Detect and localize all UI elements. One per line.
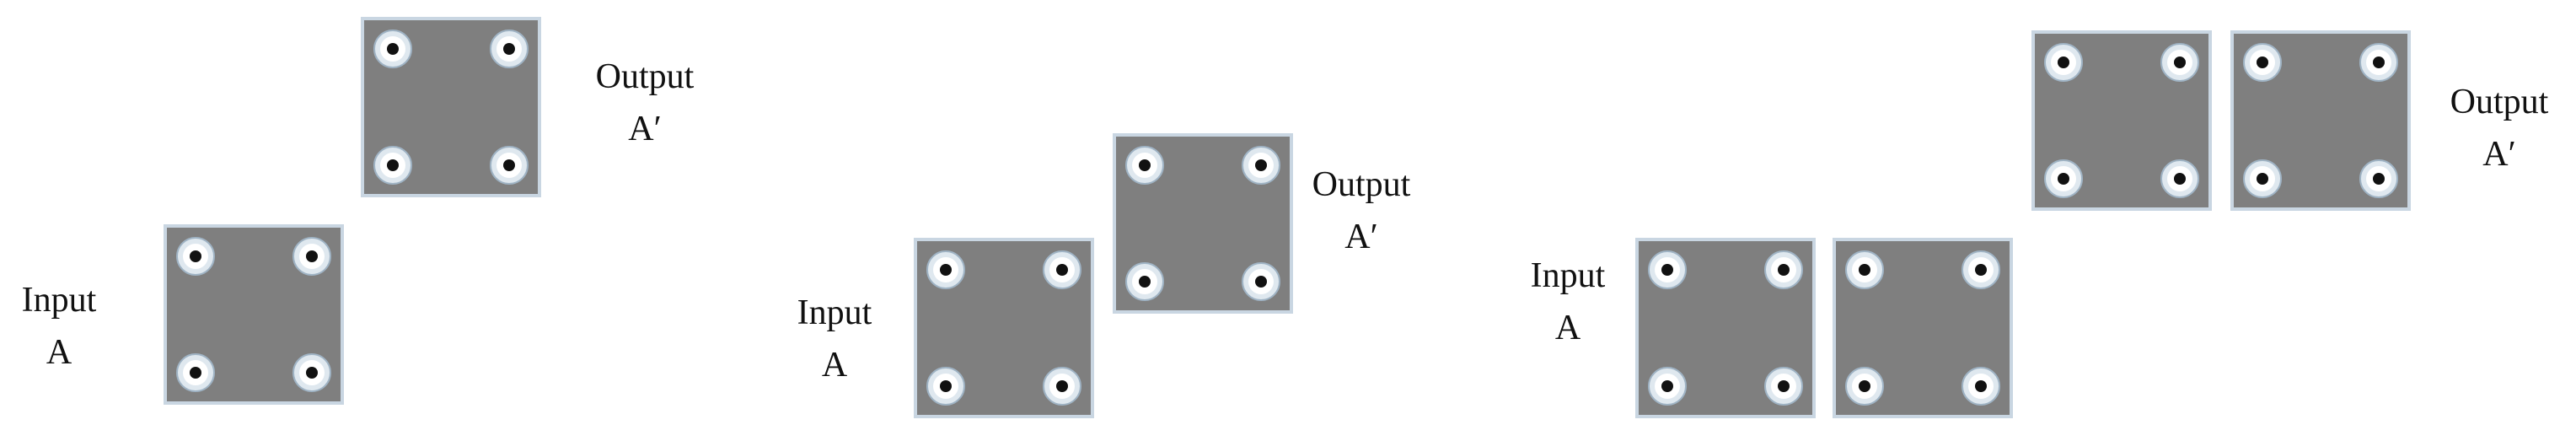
bolt-hole-icon (1845, 250, 1884, 289)
output-label-line-2: A′ (1344, 218, 1378, 256)
bolt-hole-icon (1242, 146, 1280, 185)
bolt-hole-icon (1764, 250, 1803, 289)
bolt-hole-icon (1648, 367, 1687, 406)
bolt-hole-icon (176, 353, 215, 392)
input-label-line-2: A (1554, 309, 1581, 347)
output-label-diagram-1: Output A′ (573, 51, 716, 155)
bolt-hole-icon (1764, 367, 1803, 406)
bolt-hole-icon (2044, 43, 2083, 82)
output-label-diagram-3: Output A′ (2428, 76, 2571, 180)
input-label-line-1: Input (797, 293, 872, 332)
input-label-line-1: Input (21, 281, 97, 320)
input-label-line-2: A (821, 346, 848, 385)
output-plate-diagram-3-1 (2031, 30, 2212, 211)
bolt-hole-icon (1043, 250, 1081, 289)
input-label-diagram-2: Input A (775, 287, 894, 391)
bolt-hole-icon (490, 30, 529, 68)
bolt-hole-icon (1125, 146, 1164, 185)
input-plate-diagram-1-1 (164, 224, 344, 405)
output-label-line-2: A′ (2482, 135, 2516, 174)
output-plate-diagram-3-2 (2230, 30, 2411, 211)
bolt-hole-icon (373, 146, 412, 185)
bolt-hole-icon (926, 250, 965, 289)
bolt-hole-icon (1242, 262, 1280, 301)
output-plate-diagram-1-1 (361, 17, 541, 197)
bolt-hole-icon (1962, 367, 2000, 406)
output-plate-diagram-2-1 (1113, 133, 1293, 314)
bolt-hole-icon (176, 237, 215, 276)
output-label-line-2: A′ (628, 110, 662, 148)
bolt-hole-icon (2359, 159, 2398, 198)
bolt-hole-icon (2160, 43, 2199, 82)
output-label-line-1: Output (2450, 83, 2549, 121)
output-label-diagram-2: Output A′ (1290, 159, 1433, 263)
bolt-hole-icon (1043, 367, 1081, 406)
bolt-hole-icon (292, 237, 331, 276)
input-plate-diagram-2-1 (914, 238, 1094, 418)
input-plate-diagram-3-2 (1833, 238, 2013, 418)
bolt-hole-icon (1845, 367, 1884, 406)
bolt-hole-icon (490, 146, 529, 185)
bolt-hole-icon (1648, 250, 1687, 289)
bolt-hole-icon (2243, 43, 2282, 82)
output-label-line-1: Output (1312, 165, 1411, 204)
input-label-diagram-3: Input A (1509, 250, 1627, 354)
input-label-line-2: A (46, 333, 72, 372)
bolt-hole-icon (2044, 159, 2083, 198)
bolt-hole-icon (2243, 159, 2282, 198)
bolt-hole-icon (373, 30, 412, 68)
input-label-line-1: Input (1530, 256, 1606, 295)
input-label-diagram-1: Input A (0, 274, 118, 379)
bolt-hole-icon (926, 367, 965, 406)
bolt-hole-icon (292, 353, 331, 392)
input-plate-diagram-3-1 (1635, 238, 1816, 418)
bolt-hole-icon (2359, 43, 2398, 82)
output-label-line-1: Output (595, 57, 695, 96)
bolt-hole-icon (2160, 159, 2199, 198)
bolt-hole-icon (1962, 250, 2000, 289)
bolt-hole-icon (1125, 262, 1164, 301)
